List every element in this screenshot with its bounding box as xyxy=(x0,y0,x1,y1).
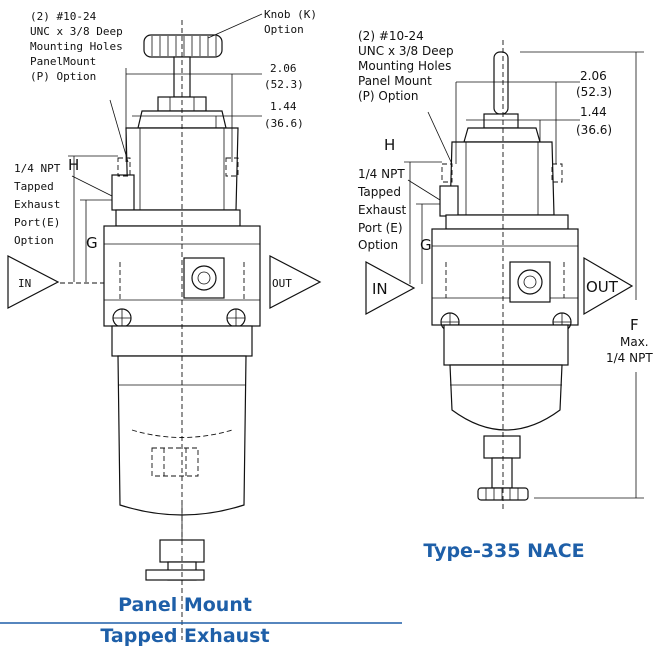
left-dim-a-mm: (52.3) xyxy=(264,78,304,91)
left-dim-b-in: 1.44 xyxy=(270,100,297,113)
left-exhaust-callout: 1/4 NPT Tapped Exhaust Port(E) Option xyxy=(14,162,61,247)
left-knob-callout: Knob (K) Option xyxy=(264,8,317,36)
left-holes-line3: Mounting Holes xyxy=(30,40,123,53)
left-holes-line5: (P) Option xyxy=(30,70,96,83)
caption-panel-mount: Panel Mount xyxy=(118,594,252,616)
left-in-label: IN xyxy=(18,277,31,290)
left-h-label: H xyxy=(68,156,79,174)
right-exhaust-line1: 1/4 NPT xyxy=(358,167,405,181)
left-dim-a-in: 2.06 xyxy=(270,62,297,75)
left-exhaust-line3: Exhaust xyxy=(14,198,60,211)
right-f-label: F xyxy=(630,316,639,334)
right-dim-b-mm: (36.6) xyxy=(576,123,612,137)
left-holes-line4: PanelMount xyxy=(30,55,96,68)
right-h-label: H xyxy=(384,136,395,154)
left-exhaust-line4: Port(E) xyxy=(14,216,60,229)
right-exhaust-line2: Tapped xyxy=(357,185,401,199)
right-in-label: IN xyxy=(372,280,388,298)
left-regulator-drawing xyxy=(7,13,322,640)
right-f-max: Max. xyxy=(620,335,649,349)
right-holes-line2: UNC x 3/8 Deep xyxy=(358,44,454,58)
right-g-label: G xyxy=(420,236,432,254)
caption-type-nace: Type-335 NACE xyxy=(423,540,585,562)
right-exhaust-callout: 1/4 NPT Tapped Exhaust Port (E) Option xyxy=(357,167,407,252)
right-dim-b-in: 1.44 xyxy=(580,105,607,119)
caption-tapped-exhaust: Tapped Exhaust xyxy=(100,625,270,647)
right-holes-line3: Mounting Holes xyxy=(358,59,451,73)
right-holes-line4: Panel Mount xyxy=(358,74,432,88)
right-exhaust-line4: Port (E) xyxy=(358,221,403,235)
right-dim-a-in: 2.06 xyxy=(580,69,607,83)
left-in-arrow xyxy=(7,255,60,309)
left-knob-line1: Knob (K) xyxy=(264,8,317,21)
left-knob-line2: Option xyxy=(264,23,304,36)
left-holes-callout: (2) #10-24 UNC x 3/8 Deep Mounting Holes… xyxy=(30,10,123,83)
right-holes-line1: (2) #10-24 xyxy=(358,29,424,43)
left-holes-line2: UNC x 3/8 Deep xyxy=(30,25,123,38)
left-exhaust-line1: 1/4 NPT xyxy=(14,162,61,175)
right-regulator-drawing xyxy=(365,40,644,510)
left-dim-b-mm: (36.6) xyxy=(264,117,304,130)
right-exhaust-line5: Option xyxy=(358,238,398,252)
left-out-arrow xyxy=(269,255,322,309)
left-exhaust-line2: Tapped xyxy=(14,180,54,193)
left-holes-line1: (2) #10-24 xyxy=(30,10,97,23)
left-out-label: OUT xyxy=(272,277,292,290)
right-exhaust-line3: Exhaust xyxy=(358,203,407,217)
right-holes-callout: (2) #10-24 UNC x 3/8 Deep Mounting Holes… xyxy=(358,29,454,103)
left-exhaust-line5: Option xyxy=(14,234,54,247)
left-g-label: G xyxy=(86,234,98,252)
left-knob xyxy=(143,34,223,58)
right-out-label: OUT xyxy=(586,278,619,296)
right-f-npt: 1/4 NPT xyxy=(606,351,653,365)
right-out-arrow xyxy=(583,256,634,316)
right-dim-a-mm: (52.3) xyxy=(576,85,612,99)
right-holes-line5: (P) Option xyxy=(358,89,418,103)
right-in-arrow xyxy=(365,260,416,316)
